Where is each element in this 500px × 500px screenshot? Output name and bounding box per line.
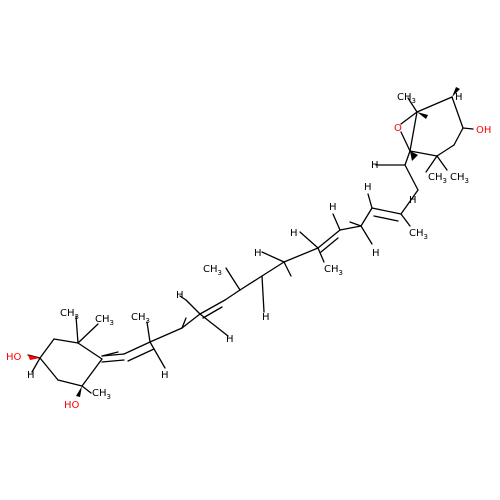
- bond: [199, 313, 229, 337]
- atom-label-methyl: CH3: [131, 312, 150, 325]
- bond: [179, 295, 187, 301]
- bond: [81, 358, 103, 387]
- bond: [225, 267, 232, 277]
- bond: [436, 155, 448, 171]
- bond: [283, 247, 319, 263]
- bond: [407, 97, 418, 113]
- bond: [410, 151, 418, 161]
- bond: [77, 342, 103, 360]
- bond: [239, 275, 263, 291]
- bond: [101, 351, 119, 357]
- bond: [127, 348, 155, 362]
- atom-label-h: H: [27, 370, 35, 381]
- bond: [400, 111, 418, 125]
- bond: [53, 338, 79, 344]
- atom-label-methyl: CH3: [397, 92, 416, 105]
- bond: [149, 341, 166, 369]
- bond: [404, 150, 411, 166]
- bond: [28, 355, 40, 360]
- bond: [101, 359, 125, 363]
- bond: [400, 189, 419, 215]
- bond-lines: [27, 96, 474, 394]
- atom-label-methyl: CH3: [203, 264, 222, 277]
- bond: [261, 275, 265, 313]
- atom-label-epoxide-o: O: [394, 123, 402, 134]
- bond: [373, 215, 399, 222]
- atom-label-h: H: [372, 248, 380, 259]
- bond: [409, 111, 418, 152]
- bond: [416, 96, 453, 113]
- bond: [261, 261, 285, 277]
- bond: [76, 386, 82, 397]
- bond: [77, 323, 99, 344]
- atom-label-h: H: [226, 334, 234, 345]
- bond: [360, 207, 373, 227]
- atom-label-h: H: [364, 182, 372, 193]
- bond: [371, 207, 402, 215]
- bond: [320, 237, 339, 253]
- atom-label-methyl: CH3: [60, 308, 79, 321]
- bond: [299, 231, 319, 249]
- atom-label-h: H: [290, 228, 298, 239]
- atom-label-h: H: [455, 92, 463, 103]
- stereo-wedges: [28, 87, 460, 397]
- bond: [224, 289, 241, 301]
- bond: [332, 213, 341, 231]
- bond: [400, 213, 411, 227]
- bond: [400, 131, 411, 152]
- bond: [149, 327, 183, 343]
- bond: [202, 306, 223, 319]
- atom-labels: OH O HO HO CH3 CH3 CH3 CH3 CH3 CH3 CH3 C…: [6, 92, 491, 411]
- bond: [283, 261, 292, 277]
- bond: [181, 313, 201, 329]
- atom-label-methyl: CH3: [428, 172, 447, 185]
- atom-label-methyl: CH3: [92, 388, 111, 401]
- bond: [31, 357, 41, 373]
- atom-label-h: H: [409, 195, 417, 206]
- bond: [436, 144, 455, 157]
- bond: [417, 112, 428, 119]
- bond: [230, 275, 241, 291]
- atom-label-methyl: CH3: [450, 172, 469, 185]
- bond: [349, 221, 362, 227]
- atom-label-h: H: [371, 160, 379, 171]
- atom-label-methyl: CH3: [324, 264, 343, 277]
- bond: [39, 338, 55, 359]
- bond: [57, 379, 83, 387]
- bond: [367, 193, 373, 209]
- bond: [317, 229, 341, 249]
- bond: [146, 321, 151, 343]
- bond: [425, 155, 438, 173]
- atom-label-h: H: [161, 370, 169, 381]
- bond: [360, 225, 373, 245]
- bond: [185, 299, 201, 315]
- bond: [317, 247, 325, 263]
- atom-label-h: H: [329, 202, 337, 213]
- bond: [462, 127, 474, 130]
- atom-label-h: H: [254, 248, 262, 259]
- atom-label-ho-bottom: HO: [64, 400, 80, 411]
- atom-label-methyl: CH3: [409, 228, 428, 241]
- atom-label-oh-top: OH: [476, 125, 491, 136]
- bond: [339, 225, 362, 231]
- atom-label-ho-left: HO: [6, 352, 22, 363]
- atom-label-methyl: CH3: [95, 314, 114, 327]
- bond: [123, 341, 151, 355]
- bond: [451, 96, 464, 129]
- bond: [81, 385, 92, 394]
- bond: [199, 299, 226, 315]
- bond: [409, 150, 438, 157]
- bond: [453, 127, 464, 146]
- atom-label-h: H: [262, 312, 270, 323]
- bond: [75, 315, 79, 344]
- bond: [404, 164, 419, 191]
- bond: [261, 251, 285, 263]
- bond: [181, 317, 187, 329]
- atom-label-h: H: [176, 290, 184, 301]
- bond: [452, 87, 460, 97]
- bond: [39, 357, 59, 381]
